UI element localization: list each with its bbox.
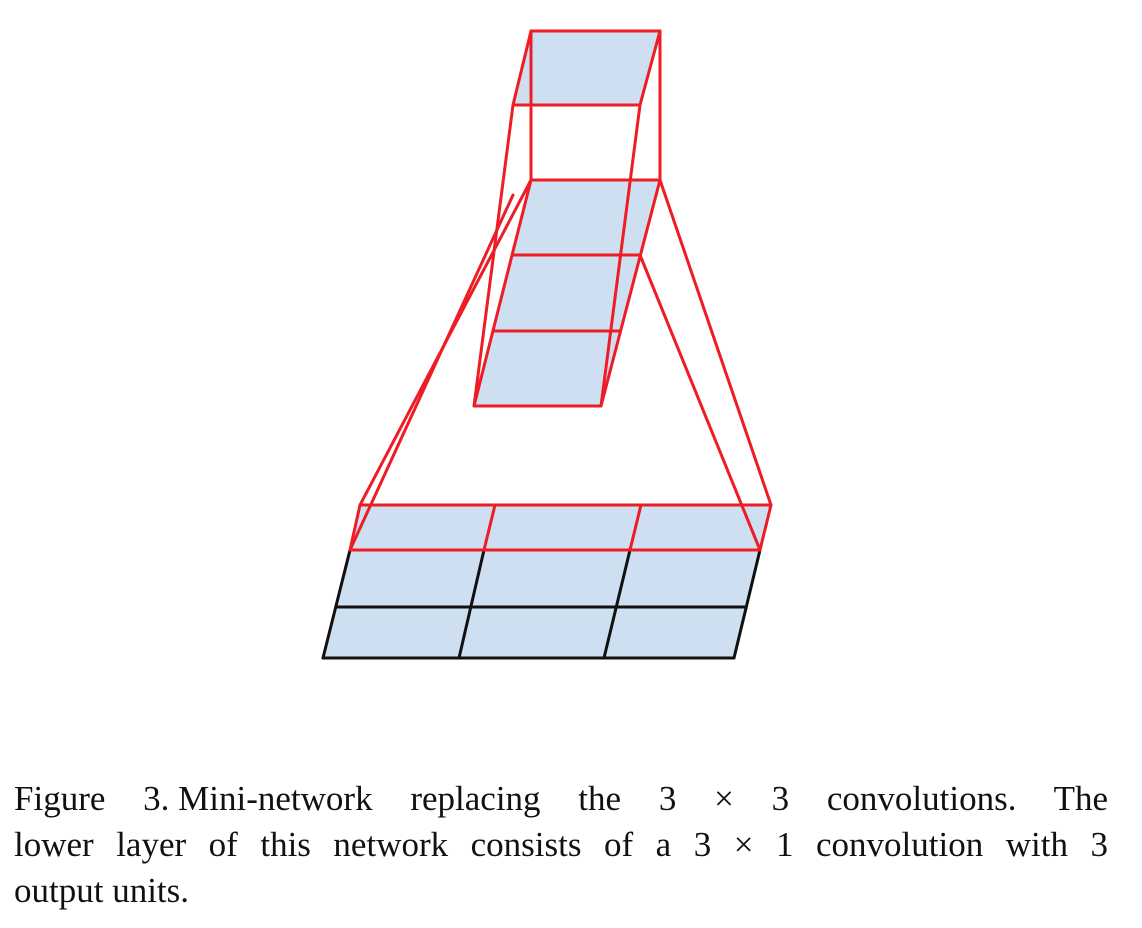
output-unit-fill — [513, 31, 660, 105]
middle-layer-3-units — [472, 178, 662, 408]
connection-line — [348, 193, 515, 552]
mini-network-diagram — [321, 29, 773, 660]
input-grid-line — [457, 548, 486, 660]
connection-lines — [348, 178, 773, 552]
output-unit-edge — [599, 103, 642, 408]
caption-line-2: lower layer of this network consists of … — [14, 825, 1108, 864]
connection-line — [638, 253, 762, 552]
receptive-field-divider — [628, 503, 643, 552]
input-grid-line — [321, 548, 352, 660]
connection-line — [658, 178, 773, 507]
input-grid-fill — [323, 505, 771, 658]
caption-line-3: output units. — [14, 871, 190, 910]
output-unit — [472, 29, 662, 408]
figure-caption: Figure 3.Mini-network replacing the 3 × … — [14, 776, 1108, 914]
input-grid-line — [602, 548, 632, 660]
input-grid-line — [732, 548, 762, 660]
caption-text-1: Mini-network replacing the 3 × 3 convolu… — [178, 779, 1108, 818]
figure-label: Figure 3. — [14, 779, 170, 818]
output-unit-edge — [472, 103, 515, 408]
input-grid-3x3 — [321, 505, 771, 660]
caption-line-1: Figure 3.Mini-network replacing the 3 × … — [14, 776, 1108, 822]
middle-layer-fill — [474, 180, 660, 406]
receptive-field-divider — [482, 503, 497, 552]
